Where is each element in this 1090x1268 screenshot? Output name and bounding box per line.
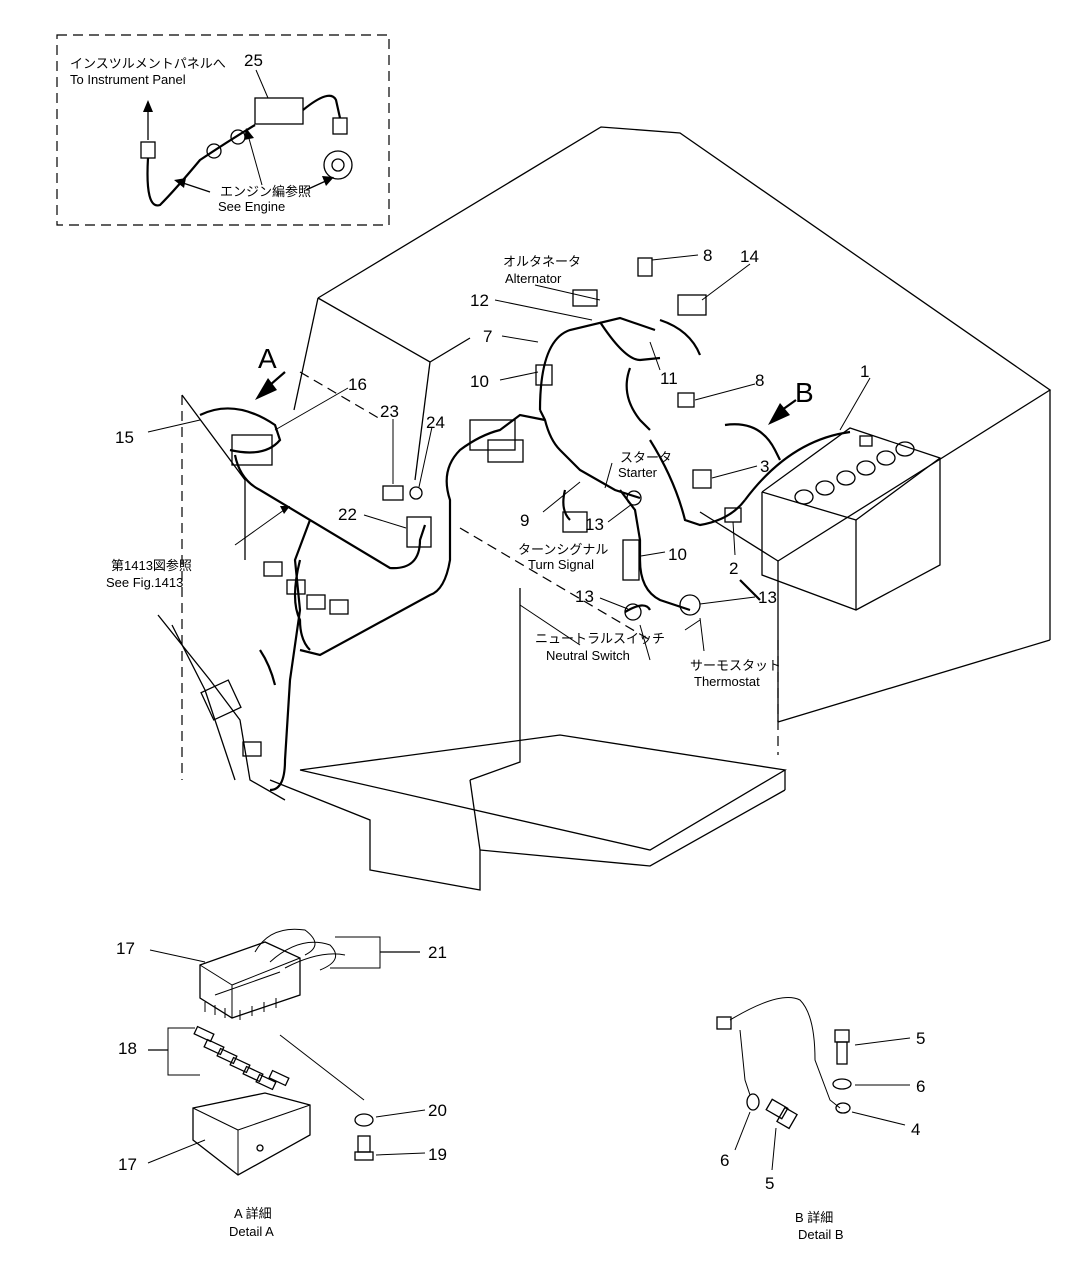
part-10b: 10 — [668, 545, 687, 564]
alternator-jp: オルタネータ — [503, 254, 581, 269]
fuses-icon — [193, 1025, 290, 1091]
washer-6a-icon — [832, 1078, 852, 1090]
instrument-connector-icon — [140, 141, 156, 159]
relay-22-icon — [406, 516, 432, 548]
part-7: 7 — [483, 327, 492, 346]
turn-signal-jp: ターンシグナル — [518, 542, 608, 557]
part-19: 19 — [428, 1145, 447, 1164]
detail-a-en: Detail A — [229, 1224, 274, 1239]
part-9: 9 — [520, 511, 529, 530]
part-2: 2 — [729, 559, 738, 578]
components — [231, 257, 742, 757]
part-22: 22 — [338, 505, 357, 524]
clip-8a-icon — [637, 257, 653, 277]
thermostat-icon — [679, 594, 701, 616]
detail-a: 17 21 18 20 19 17 A 詳細 Detail A — [116, 928, 447, 1239]
see-fig-en: See Fig.1413 — [106, 575, 183, 590]
part-14: 14 — [740, 247, 759, 266]
part-21: 21 — [428, 943, 447, 962]
part-23: 23 — [380, 402, 399, 421]
part-1: 1 — [860, 362, 869, 381]
fuse-tray-icon — [192, 1092, 311, 1176]
part-6a: 6 — [916, 1077, 925, 1096]
see-fig-jp: 第1413図参照 — [111, 558, 192, 573]
detail-b: 5 6 4 6 5 B 詳細 Detail B — [716, 997, 925, 1242]
turn-signal-connector-icon — [562, 511, 588, 533]
engine-connector-icon — [206, 143, 222, 159]
inset-instrument-jp: インスツルメントパネルへ — [70, 56, 226, 71]
inset-box: インスツルメントパネルへ To Instrument Panel 25 エンジン… — [56, 34, 390, 226]
part-8b: 8 — [755, 371, 764, 390]
engine-sensor-icon — [323, 150, 353, 180]
detail-a-jp: A 詳細 — [234, 1206, 272, 1221]
turn-signal-en: Turn Signal — [528, 557, 594, 572]
bolt-5b-icon — [765, 1098, 789, 1120]
part-3: 3 — [760, 457, 769, 476]
sensor-14-icon — [677, 294, 707, 316]
part-8a: 8 — [703, 246, 712, 265]
part-12: 12 — [470, 291, 489, 310]
thermostat-jp: サーモスタット — [690, 658, 781, 673]
machine-body — [157, 126, 1052, 891]
neutral-switch-en: Neutral Switch — [546, 648, 630, 663]
part-11: 11 — [660, 369, 678, 388]
detail-b-jp: B 詳細 — [795, 1210, 833, 1225]
thermostat-en: Thermostat — [694, 674, 760, 689]
starter-en: Starter — [618, 465, 658, 480]
part-17b: 17 — [118, 1155, 137, 1174]
starter-jp: スタータ — [620, 450, 672, 465]
part-24: 24 — [426, 413, 445, 432]
part-25-icon — [254, 97, 304, 125]
part-6b: 6 — [720, 1151, 729, 1170]
terminal-4-icon — [835, 1102, 851, 1114]
bolt-23-icon — [382, 485, 404, 501]
view-a-label: A — [258, 343, 277, 374]
view-b-label: B — [795, 377, 814, 408]
fuse-box-icon — [231, 434, 273, 466]
part-17a: 17 — [116, 939, 135, 958]
fuse-block-icon — [199, 941, 301, 1019]
part-18: 18 — [118, 1039, 137, 1058]
detail-b-en: Detail B — [798, 1227, 844, 1242]
wiring-harness — [199, 316, 851, 792]
part-20: 20 — [428, 1101, 447, 1120]
washer-6b-icon — [746, 1093, 760, 1111]
connector-icon — [263, 561, 283, 577]
neutral-switch-jp: ニュートラルスイッチ — [535, 631, 665, 646]
part-5a: 5 — [916, 1029, 925, 1048]
clip-8b-icon — [677, 392, 695, 408]
inset-part-25: 25 — [244, 51, 263, 70]
part-16: 16 — [348, 375, 367, 394]
component-labels: オルタネータ Alternator スタータ Starter ターンシグナル T… — [106, 254, 781, 689]
part-13c: 13 — [758, 588, 777, 607]
washer-24-icon — [409, 486, 423, 500]
alternator-connector-icon — [572, 289, 598, 307]
clip-10b-icon — [622, 539, 640, 581]
inset-instrument-en: To Instrument Panel — [70, 72, 186, 87]
clip-10-icon — [535, 364, 553, 386]
part-10a: 10 — [470, 372, 489, 391]
battery-terminal-icon — [859, 435, 873, 447]
part-numbers: 8 14 12 7 10 11 8 1 3 2 9 13 10 13 13 15… — [115, 246, 869, 607]
leader-lines — [147, 254, 871, 661]
part-4: 4 — [911, 1120, 920, 1139]
part-13b: 13 — [575, 587, 594, 606]
view-arrows: A B — [255, 343, 814, 425]
washer-20-icon — [354, 1113, 374, 1127]
relay-box-icon — [469, 419, 516, 451]
part-13a: 13 — [585, 515, 604, 534]
part-15: 15 — [115, 428, 134, 447]
battery-cells — [794, 435, 915, 505]
part-5b: 5 — [765, 1174, 774, 1193]
bolt-3-icon — [692, 469, 712, 489]
alternator-en: Alternator — [505, 271, 562, 286]
screw-19-icon — [357, 1135, 371, 1153]
neutral-switch-icon — [624, 603, 642, 621]
bolt-5a-icon — [834, 1029, 850, 1043]
inset-engine-en: See Engine — [218, 199, 285, 214]
terminal-icon — [716, 1016, 732, 1030]
inset-engine-jp: エンジン編参照 — [220, 184, 311, 199]
